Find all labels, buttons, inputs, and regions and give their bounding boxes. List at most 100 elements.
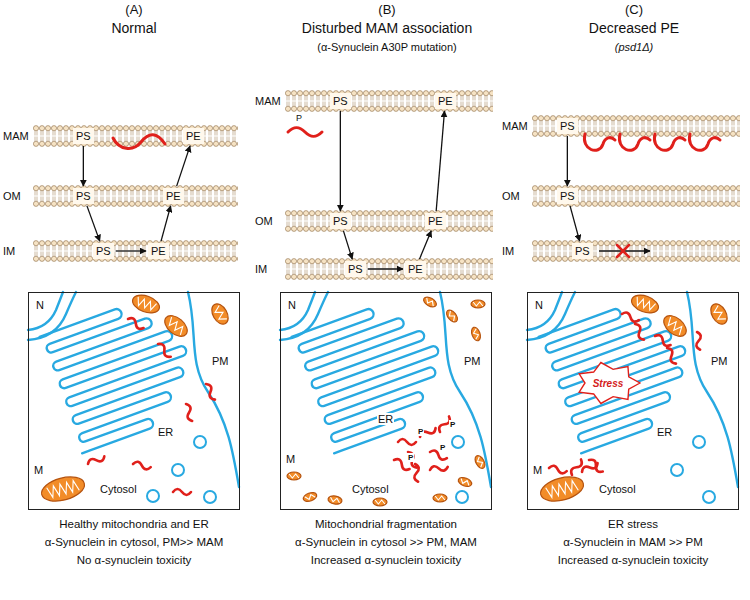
lipid-name: PS — [560, 190, 575, 202]
alpha-synuclein — [654, 333, 673, 347]
label-slot: α-Synuclein in cytosol >> PM, MAM — [295, 536, 477, 548]
mito-cristae — [47, 480, 80, 499]
lipid-bilayer — [33, 240, 238, 262]
lipid-label: PS — [73, 188, 94, 204]
lipid-label: PE — [405, 261, 426, 277]
label-slot: Mitochondrial fragmentation — [315, 518, 457, 530]
text-slot: PS — [348, 262, 363, 276]
phospho-mark: P — [296, 113, 302, 123]
mito-body — [538, 473, 586, 506]
lipid-name: PS — [76, 190, 91, 202]
lipid-label: PS — [330, 93, 351, 109]
label-slot: (A) — [125, 2, 142, 17]
text-slot: PS — [560, 119, 575, 133]
text-slot: PS — [333, 214, 348, 228]
mitochondrion — [471, 300, 485, 308]
mito-cristae — [472, 329, 479, 340]
mitochondrion — [327, 495, 342, 505]
mito-cristae — [289, 474, 299, 478]
text-slot: PS — [575, 244, 590, 258]
mito-body — [629, 292, 661, 317]
mitochondrion — [444, 308, 459, 324]
mito-body — [422, 295, 438, 309]
nuclear-envelope — [28, 292, 63, 330]
mito-body — [457, 476, 473, 488]
text-slot: P — [417, 427, 424, 436]
mito-body — [471, 300, 485, 308]
lipid-name: PS — [333, 215, 348, 227]
text-slot: MAM — [502, 115, 528, 137]
panel-letter: (C) — [625, 2, 643, 17]
mito-cristae — [665, 317, 684, 335]
text-slot: PS — [333, 94, 348, 108]
bilayer-band — [33, 125, 238, 147]
text-slot: ER — [157, 426, 174, 439]
mitochondrion — [161, 312, 191, 341]
cell-part-label: M — [285, 453, 296, 465]
cell-part-label: Cytosol — [99, 483, 138, 495]
caption-line: Increased α-synuclein toxicity — [558, 554, 708, 566]
er-cisternae — [539, 291, 706, 453]
cell-part-label: N — [534, 299, 544, 311]
cell-part-label: PM — [463, 355, 482, 367]
transport-arrow — [343, 231, 352, 259]
alpha-synuclein — [87, 454, 106, 467]
mito-cristae — [305, 493, 316, 500]
caption-line: No α-synuclein toxicity — [77, 554, 192, 566]
lipid-name: PE — [151, 245, 166, 257]
lipid-name: PE — [166, 190, 181, 202]
text-slot: PS — [96, 244, 111, 258]
mitochondrion — [422, 295, 438, 309]
cell-part-label: PM — [211, 355, 230, 367]
text-slot: N — [35, 299, 45, 312]
panel-title: Decreased PE — [589, 20, 679, 36]
alpha-synuclein — [548, 465, 567, 474]
burst-shape — [579, 363, 640, 404]
label-slot: P — [296, 113, 302, 123]
lipid-label: PE — [435, 93, 456, 109]
mito-body — [327, 495, 342, 505]
caption-line: α-Synuclein in MAM >> PM — [563, 536, 703, 548]
vesicle — [671, 464, 683, 476]
lipid-name: PE — [428, 215, 443, 227]
lipid-label: PS — [557, 188, 578, 204]
panel-title: Normal — [111, 20, 156, 36]
vesicle — [703, 491, 715, 503]
text-slot: P — [439, 443, 446, 452]
mito-body — [707, 301, 730, 327]
membrane-band: IMPS — [502, 240, 740, 262]
mito-cristae — [712, 306, 726, 323]
lipid-name: PE — [408, 263, 423, 275]
caption-line: Increased α-synuclein toxicity — [311, 554, 461, 566]
panel-letter: (B) — [378, 2, 395, 17]
caption-line: α-Synuclein in cytosol, PM>> MAM — [45, 536, 224, 548]
mito-body — [473, 454, 487, 470]
mito-cristae — [447, 311, 456, 321]
label-slot: Increased α-synuclein toxicity — [558, 554, 708, 566]
membrane-band: MAMPSPE — [3, 125, 238, 147]
alpha-synuclein — [127, 316, 146, 330]
text-slot: PE — [186, 129, 201, 143]
lipid-name: PE — [438, 95, 453, 107]
mitochondrion — [473, 454, 487, 470]
text-slot: MAM — [255, 90, 281, 112]
lipid-label: PS — [93, 243, 114, 259]
text-slot: PM — [710, 355, 729, 368]
alpha-synuclein — [288, 128, 322, 137]
mitochondrion — [538, 473, 586, 506]
cell-part-label: ER — [157, 426, 174, 438]
mito-cristae — [213, 306, 227, 323]
lipid-name: PS — [76, 130, 91, 142]
alpha-synuclein — [156, 342, 173, 359]
lipid-name: PS — [333, 95, 348, 107]
lipid-name: PE — [186, 130, 201, 142]
bilayer-band — [532, 185, 740, 207]
mito-body — [161, 312, 191, 341]
mito-cristae — [546, 480, 579, 499]
plasma-membrane — [188, 292, 239, 487]
lipid-bilayer — [285, 258, 493, 280]
lipid-bilayer — [285, 90, 493, 112]
cell-panel: NERPMMCytosol — [28, 292, 240, 510]
bilayer-band — [532, 240, 740, 262]
lipid-label: PE — [163, 188, 184, 204]
